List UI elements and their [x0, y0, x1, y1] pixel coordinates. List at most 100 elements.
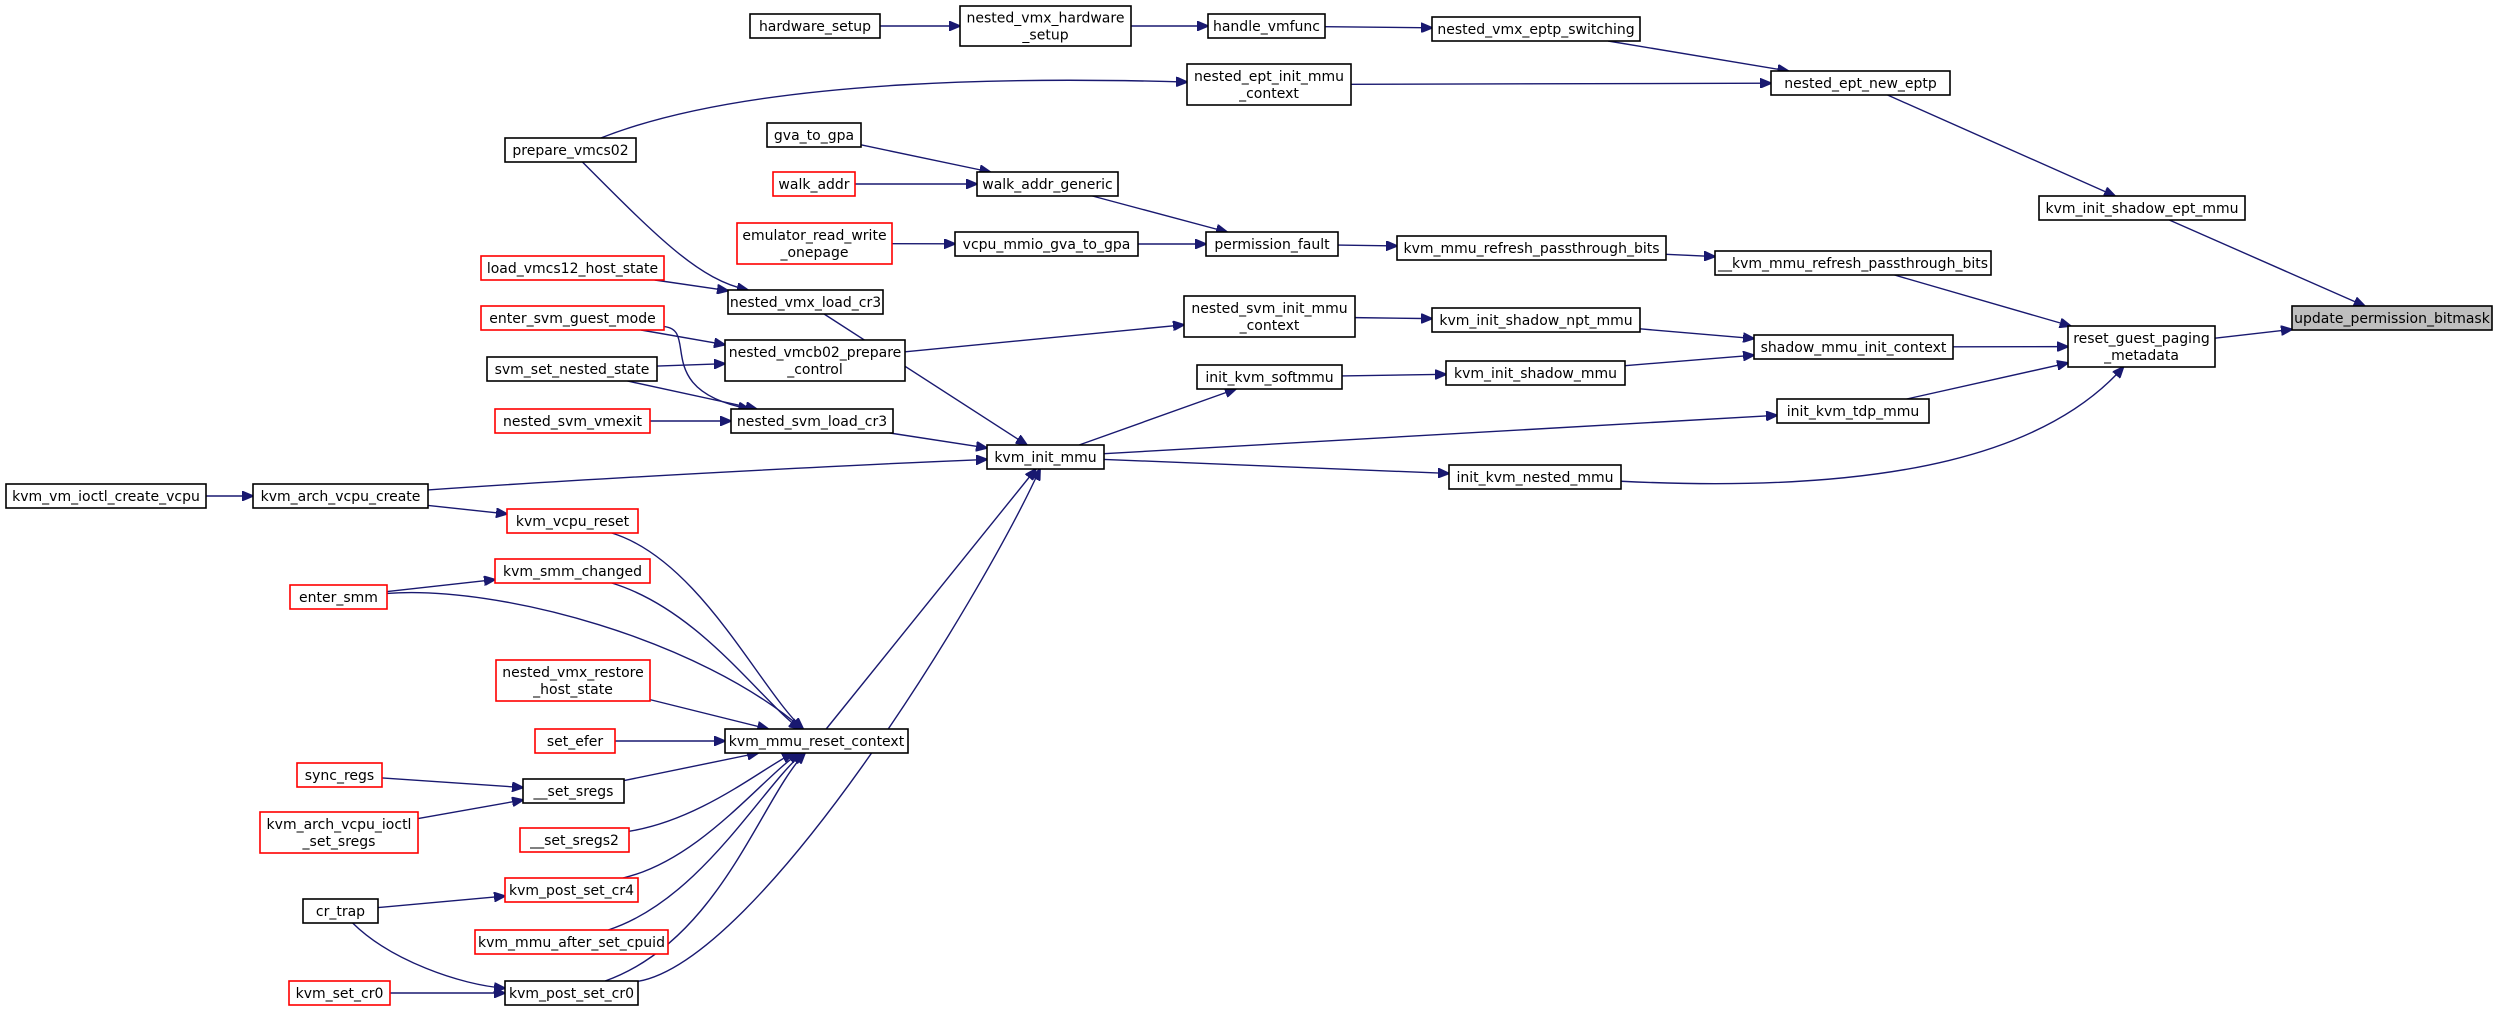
node-nested_ept_new_eptp[interactable]: nested_ept_new_eptp — [1770, 70, 1951, 96]
node-box[interactable] — [727, 289, 884, 315]
node-box[interactable] — [494, 408, 651, 434]
node-box[interactable] — [5, 483, 207, 509]
node-init_kvm_softmmu[interactable]: init_kvm_softmmu — [1196, 364, 1343, 390]
node-box[interactable] — [1431, 307, 1641, 333]
node-box[interactable] — [1753, 334, 1954, 360]
node-nested_ept_init_mmu_context[interactable]: nested_ept_init_mmu_context — [1186, 63, 1352, 106]
node-svm_set_nested_state[interactable]: svm_set_nested_state — [486, 356, 658, 382]
node-init_kvm_tdp_mmu[interactable]: init_kvm_tdp_mmu — [1776, 398, 1930, 424]
node-box[interactable] — [288, 980, 391, 1006]
node-kvm_init_shadow_mmu[interactable]: kvm_init_shadow_mmu — [1445, 360, 1626, 386]
node-set_efer[interactable]: set_efer — [534, 728, 616, 754]
node-box[interactable] — [504, 137, 637, 163]
node-kvm_post_set_cr4[interactable]: kvm_post_set_cr4 — [504, 877, 639, 903]
node-kvm_arch_vcpu_ioctl_set_sregs[interactable]: kvm_arch_vcpu_ioctl_set_sregs — [259, 811, 419, 854]
node-box[interactable] — [1186, 63, 1352, 106]
node-box[interactable] — [522, 778, 625, 804]
node-box[interactable] — [494, 558, 651, 584]
node-kvm_init_shadow_npt_mmu[interactable]: kvm_init_shadow_npt_mmu — [1431, 307, 1641, 333]
node-box[interactable] — [976, 171, 1119, 197]
node-box[interactable] — [480, 255, 665, 281]
node-enter_smm[interactable]: enter_smm — [289, 584, 388, 610]
node-box[interactable] — [1196, 364, 1343, 390]
node-handle_vmfunc[interactable]: handle_vmfunc — [1207, 13, 1326, 39]
node-box[interactable] — [289, 584, 388, 610]
node-box[interactable] — [724, 339, 906, 382]
node-box[interactable] — [1448, 464, 1622, 490]
node-walk_addr_generic[interactable]: walk_addr_generic — [976, 171, 1119, 197]
node-box[interactable] — [480, 305, 665, 331]
node-vcpu_mmio_gva_to_gpa[interactable]: vcpu_mmio_gva_to_gpa — [954, 231, 1139, 257]
node-box[interactable] — [1205, 231, 1339, 257]
node-reset_guest_paging_metadata[interactable]: reset_guest_paging_metadata — [2067, 325, 2216, 368]
node-box[interactable] — [534, 728, 616, 754]
node-shadow_mmu_init_context[interactable]: shadow_mmu_init_context — [1753, 334, 1954, 360]
node-walk_addr[interactable]: walk_addr — [772, 171, 856, 197]
node-box[interactable] — [504, 980, 639, 1006]
node-nested_svm_load_cr3[interactable]: nested_svm_load_cr3 — [730, 408, 894, 434]
node-box[interactable] — [2038, 195, 2246, 221]
node-box[interactable] — [766, 122, 862, 148]
node-enter_svm_guest_mode[interactable]: enter_svm_guest_mode — [480, 305, 665, 331]
node-__kvm_mmu_refresh_passthrough_bits[interactable]: __kvm_mmu_refresh_passthrough_bits — [1714, 250, 1992, 276]
node-box[interactable] — [736, 222, 893, 265]
node-box[interactable] — [1770, 70, 1951, 96]
node-kvm_vcpu_reset[interactable]: kvm_vcpu_reset — [506, 508, 639, 534]
node-kvm_vm_ioctl_create_vcpu[interactable]: kvm_vm_ioctl_create_vcpu — [5, 483, 207, 509]
node-__set_sregs[interactable]: __set_sregs — [522, 778, 625, 804]
node-box[interactable] — [2067, 325, 2216, 368]
node-box[interactable] — [252, 483, 429, 509]
node-box[interactable] — [506, 508, 639, 534]
node-kvm_mmu_refresh_passthrough_bits[interactable]: kvm_mmu_refresh_passthrough_bits — [1396, 235, 1667, 261]
node-prepare_vmcs02[interactable]: prepare_vmcs02 — [504, 137, 637, 163]
node-box[interactable] — [1396, 235, 1667, 261]
node-hardware_setup[interactable]: hardware_setup — [749, 13, 881, 39]
node-kvm_set_cr0[interactable]: kvm_set_cr0 — [288, 980, 391, 1006]
node-box[interactable] — [730, 408, 894, 434]
node-box[interactable] — [2291, 305, 2493, 331]
node-nested_svm_init_mmu_context[interactable]: nested_svm_init_mmu_context — [1183, 295, 1356, 338]
node-box[interactable] — [1207, 13, 1326, 39]
node-kvm_smm_changed[interactable]: kvm_smm_changed — [494, 558, 651, 584]
node-load_vmcs12_host_state[interactable]: load_vmcs12_host_state — [480, 255, 665, 281]
node-nested_svm_vmexit[interactable]: nested_svm_vmexit — [494, 408, 651, 434]
node-nested_vmx_eptp_switching[interactable]: nested_vmx_eptp_switching — [1431, 16, 1641, 42]
node-__set_sregs2[interactable]: __set_sregs2 — [519, 827, 630, 853]
node-nested_vmcb02_prepare_control[interactable]: nested_vmcb02_prepare_control — [724, 339, 906, 382]
node-box[interactable] — [259, 811, 419, 854]
node-box[interactable] — [1445, 360, 1626, 386]
node-emulator_read_write_onepage[interactable]: emulator_read_write_onepage — [736, 222, 893, 265]
node-box[interactable] — [772, 171, 856, 197]
node-kvm_mmu_reset_context[interactable]: kvm_mmu_reset_context — [724, 728, 909, 754]
node-sync_regs[interactable]: sync_regs — [296, 762, 383, 788]
node-kvm_arch_vcpu_create[interactable]: kvm_arch_vcpu_create — [252, 483, 429, 509]
node-box[interactable] — [296, 762, 383, 788]
node-update_permission_bitmask[interactable]: update_permission_bitmask — [2291, 305, 2493, 331]
node-box[interactable] — [1183, 295, 1356, 338]
node-box[interactable] — [749, 13, 881, 39]
node-box[interactable] — [954, 231, 1139, 257]
node-kvm_post_set_cr0[interactable]: kvm_post_set_cr0 — [504, 980, 639, 1006]
node-permission_fault[interactable]: permission_fault — [1205, 231, 1339, 257]
node-box[interactable] — [1776, 398, 1930, 424]
node-box[interactable] — [486, 356, 658, 382]
node-box[interactable] — [724, 728, 909, 754]
node-box[interactable] — [302, 898, 379, 924]
node-nested_vmx_hardware_setup[interactable]: nested_vmx_hardware_setup — [959, 5, 1132, 47]
node-box[interactable] — [495, 659, 651, 702]
node-nested_vmx_restore_host_state[interactable]: nested_vmx_restore_host_state — [495, 659, 651, 702]
node-init_kvm_nested_mmu[interactable]: init_kvm_nested_mmu — [1448, 464, 1622, 490]
node-box[interactable] — [519, 827, 630, 853]
node-box[interactable] — [1714, 250, 1992, 276]
node-cr_trap[interactable]: cr_trap — [302, 898, 379, 924]
node-box[interactable] — [959, 5, 1132, 47]
node-box[interactable] — [474, 929, 669, 955]
node-nested_vmx_load_cr3[interactable]: nested_vmx_load_cr3 — [727, 289, 884, 315]
node-kvm_init_shadow_ept_mmu[interactable]: kvm_init_shadow_ept_mmu — [2038, 195, 2246, 221]
node-box[interactable] — [504, 877, 639, 903]
node-kvm_mmu_after_set_cpuid[interactable]: kvm_mmu_after_set_cpuid — [474, 929, 669, 955]
node-box[interactable] — [986, 444, 1105, 470]
node-box[interactable] — [1431, 16, 1641, 42]
node-kvm_init_mmu[interactable]: kvm_init_mmu — [986, 444, 1105, 470]
node-gva_to_gpa[interactable]: gva_to_gpa — [766, 122, 862, 148]
